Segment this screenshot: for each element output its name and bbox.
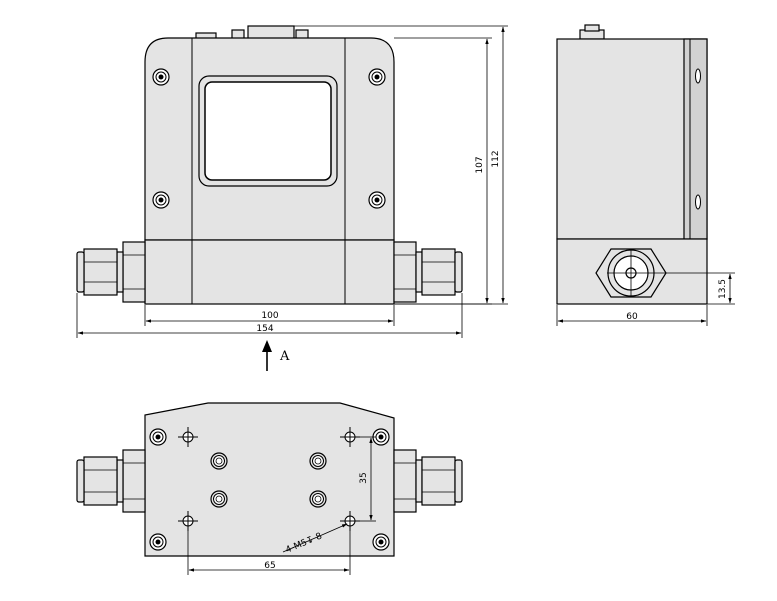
screw-icon (368, 68, 386, 86)
screw-icon (368, 191, 386, 209)
dimension-112: 112 (294, 25, 508, 305)
dimension-65: 65 (187, 531, 351, 575)
boss-icon (210, 490, 228, 508)
svg-text:35: 35 (359, 472, 369, 483)
svg-text:60: 60 (626, 312, 638, 322)
svg-text:107: 107 (475, 156, 485, 173)
right-fitting (393, 241, 463, 303)
screw-icon (149, 533, 167, 551)
screw-icon (372, 533, 390, 551)
bottom-plate (144, 402, 395, 557)
side-view: 60 13.5 (556, 24, 735, 326)
view-arrow-a: A (262, 340, 290, 371)
svg-text:100: 100 (261, 311, 278, 321)
svg-text:13.5: 13.5 (718, 279, 728, 299)
side-slot (695, 68, 701, 84)
side-slot (695, 194, 701, 210)
dimension-60: 60 (556, 305, 708, 326)
svg-text:65: 65 (264, 561, 275, 571)
dimension-100: 100 (144, 305, 395, 326)
dimension-154: 154 (76, 293, 463, 338)
side-top-connector (584, 24, 600, 32)
bottom-left-fitting (76, 449, 146, 513)
bottom-view: 35 65 4-M5↧ 8 (76, 402, 463, 575)
svg-text:A: A (279, 349, 290, 364)
side-cover-edge (683, 38, 708, 240)
screw-icon (149, 428, 167, 446)
screw-icon (152, 68, 170, 86)
boss-icon (210, 452, 228, 470)
front-base-block (144, 239, 395, 305)
dimension-13-5: 13.5 (655, 272, 735, 305)
boss-icon (309, 490, 327, 508)
left-fitting (76, 241, 146, 303)
svg-text:112: 112 (491, 150, 501, 167)
svg-text:154: 154 (256, 324, 273, 334)
front-view: 100 154 107 112 A (76, 25, 508, 371)
bottom-right-fitting (393, 449, 463, 513)
screw-icon (152, 191, 170, 209)
boss-icon (309, 452, 327, 470)
dimension-35: 35 (359, 436, 376, 522)
display-screen (204, 81, 332, 181)
